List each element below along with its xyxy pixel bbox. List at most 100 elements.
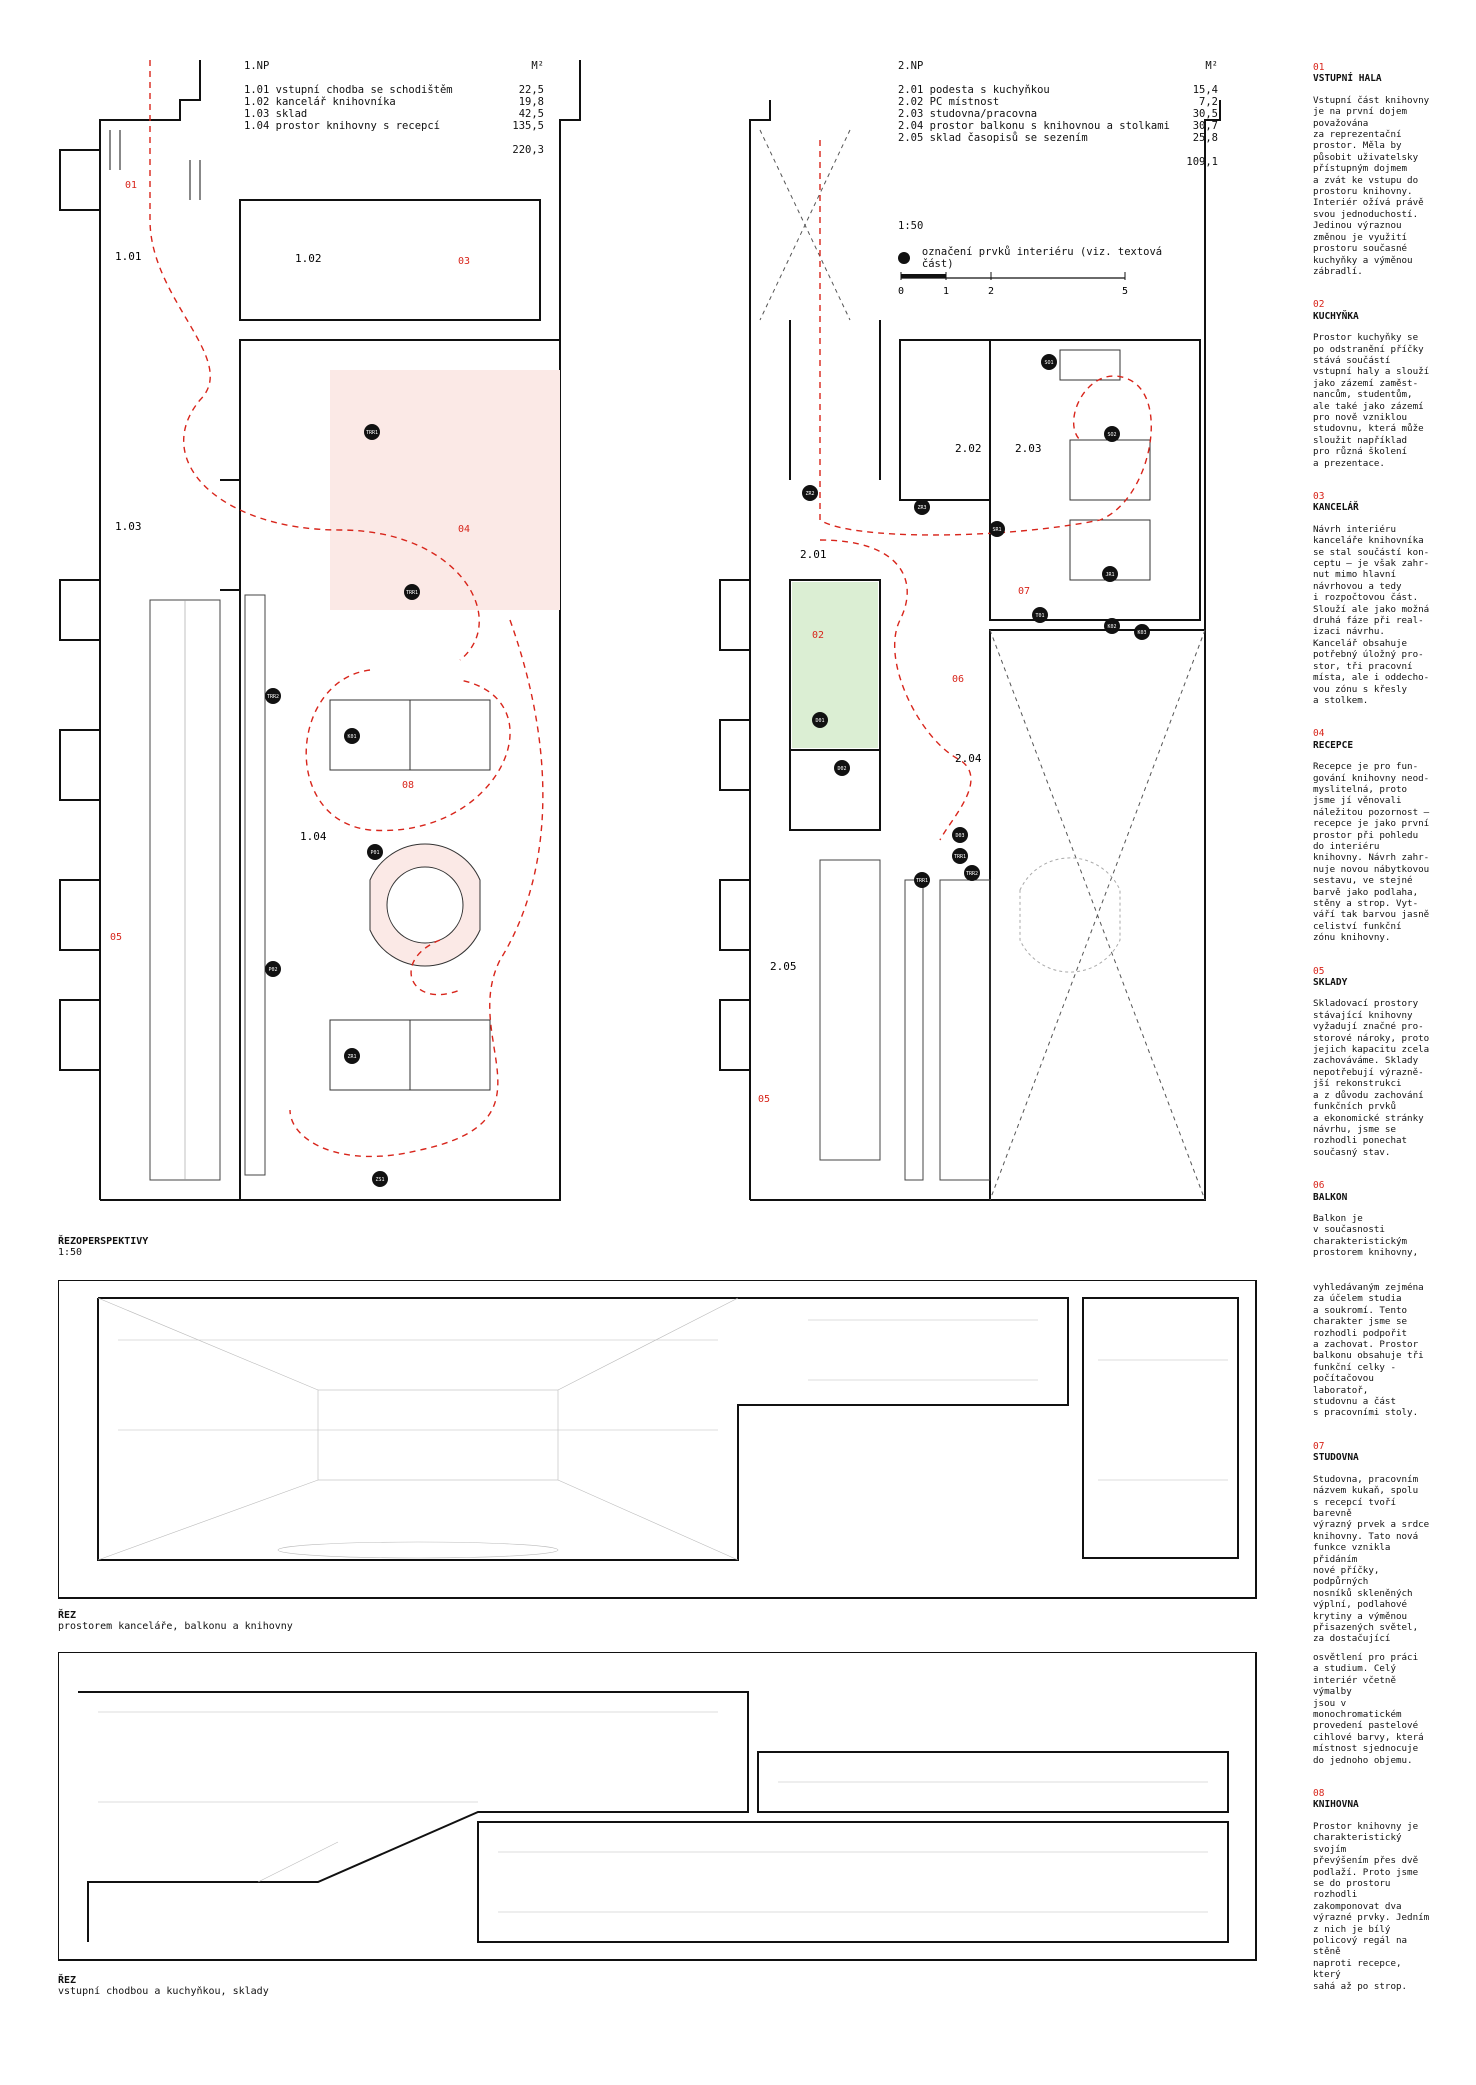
section-title-07: STUDOVNA: [1313, 1452, 1359, 1464]
zone-05: 05: [110, 932, 122, 943]
scalebar-tick-2: 2: [988, 286, 994, 297]
section-num-08: 08: [1313, 1788, 1325, 1800]
section-num: 06: [1313, 1180, 1325, 1192]
marker-label: P01: [370, 850, 379, 856]
marker-label: D03: [955, 833, 964, 839]
room-area: 7,2: [1199, 96, 1218, 108]
marker-label: SR1: [992, 527, 1001, 533]
room-area: 42,5: [518, 108, 544, 120]
section-title-08: KNIHOVNA: [1313, 1799, 1359, 1811]
room-code: 1.02: [244, 96, 270, 108]
floor-plan-1np: 1.01 1.02 1.03 1.04 01 03 04 05 08 TRR1T…: [59, 60, 581, 1201]
label-2-02: 2.02: [955, 442, 982, 455]
label-2-05: 2.05: [770, 960, 797, 973]
floor2-unit: M²: [1205, 60, 1218, 72]
marker-label: JR1: [1105, 572, 1114, 578]
section-title: RECEPCE: [1313, 739, 1354, 751]
sections-heading: ŘEZOPERSPEKTIVY 1:50: [58, 1236, 148, 1258]
legend: 1:50 označení prvků interiéru (viz. text…: [898, 220, 1198, 270]
section-title: SKLADY: [1313, 977, 1348, 989]
marker-label: P02: [268, 967, 277, 973]
legend-marker-text: označení prvků interiéru (viz. textová č…: [921, 246, 1163, 270]
room-area: 22,5: [518, 84, 544, 96]
section-text: Prostor kuchyňky se po odstranění příčky…: [1313, 332, 1430, 469]
section-text: Návrh interiéru kanceláře knihovníka se …: [1313, 523, 1430, 706]
room-name: sklad časopisů se sezením: [929, 132, 1088, 144]
legend-scale: 1:50: [898, 220, 924, 232]
room-code: 1.04: [244, 120, 270, 132]
floor1-heading: 1.NP: [244, 60, 270, 72]
scalebar-tick-1: 1: [943, 286, 949, 297]
zone-07: 07: [1018, 586, 1030, 597]
zone-08: 08: [402, 780, 414, 791]
label-2-01: 2.01: [800, 548, 827, 561]
balkon-text-continued: vyhledávaným zejména za účelem studia a …: [1313, 1282, 1424, 1419]
sections-heading-scale: 1:50: [58, 1247, 83, 1258]
marker-label: TRR1: [954, 854, 966, 860]
zone-06: 06: [952, 674, 964, 685]
sidebar-continued-2: osvětlení pro práci a studium. Celý inte…: [1313, 1652, 1431, 2014]
section-title: KUCHYŇKA: [1313, 310, 1359, 322]
marker-label: TRR1: [366, 430, 378, 436]
marker-label: TRR1: [916, 878, 928, 884]
zone-05b: 05: [758, 1094, 770, 1105]
room-area: 19,8: [518, 96, 544, 108]
section-text-08: Prostor knihovny je charakteristický svo…: [1313, 1820, 1430, 1992]
room-code: 1.03: [244, 108, 270, 120]
room-code: 2.04: [898, 120, 924, 132]
marker-label: TRR1: [406, 590, 418, 596]
section-num: 01: [1313, 62, 1325, 73]
label-2-03: 2.03: [1015, 442, 1042, 455]
label-1-03: 1.03: [115, 520, 142, 533]
section-text: Balkon je v současnosti charakteristický…: [1313, 1212, 1419, 1259]
label-1-04: 1.04: [300, 830, 327, 843]
section-num: 04: [1313, 728, 1325, 740]
room-name: vstupní chodba se schodištěm: [275, 84, 453, 96]
room-name: sklad: [275, 108, 308, 120]
room-code: 2.02: [898, 96, 924, 108]
marker-label: TRR2: [267, 694, 279, 700]
scalebar-tick-0: 0: [898, 286, 904, 297]
room-name: studovna/pracovna: [929, 108, 1038, 120]
section-title: KANCELÁŘ: [1313, 502, 1359, 514]
room-row: 1.01 vstupní chodba se schodištěm 22,5: [244, 84, 544, 96]
zone-03: 03: [458, 256, 470, 267]
section-1-title: ŘEZ: [58, 1610, 77, 1621]
room-code: 1.01: [244, 84, 270, 96]
scalebar: 0 1 2 5: [898, 272, 1128, 297]
section-1-caption: ŘEZ prostorem kanceláře, balkonu a kniho…: [58, 1610, 293, 1632]
label-1-01: 1.01: [115, 250, 142, 263]
room-name: prostor knihovny s recepcí: [275, 120, 440, 132]
section-1: [58, 1280, 1257, 1599]
marker-label: ZR1: [347, 1054, 356, 1060]
section-2-title: ŘEZ: [58, 1975, 77, 1986]
section-num: 03: [1313, 491, 1325, 502]
room-name: PC místnost: [929, 96, 1000, 108]
interior-markers-1np: [265, 424, 420, 1187]
label-1-02: 1.02: [295, 252, 322, 265]
marker-label: ZR2: [805, 491, 814, 497]
section-num-07: 07: [1313, 1440, 1325, 1452]
marker-label: SO2: [1107, 432, 1116, 438]
marker-label: SO1: [1044, 360, 1053, 366]
section-num: 05: [1313, 965, 1325, 977]
room-area: 15,4: [1192, 84, 1218, 96]
marker-label: D02: [837, 766, 846, 772]
room-code: 2.05: [898, 132, 924, 144]
marker-label: K03: [1137, 630, 1146, 636]
floor1-unit: M²: [531, 60, 544, 72]
marker-label: ZR3: [917, 505, 926, 511]
section-2: [58, 1652, 1257, 1961]
room-name: kancelář knihovníka: [275, 96, 396, 108]
zone-04: 04: [458, 524, 470, 535]
room-row: 1.04 prostor knihovny s recepcí 135,5: [244, 120, 544, 132]
section-title: BALKON: [1313, 1191, 1348, 1203]
marker-label: K01: [347, 734, 356, 740]
sidebar-continued-1: vyhledávaným zejména za účelem studia a …: [1313, 1282, 1431, 1667]
room-area: 135,5: [512, 120, 544, 132]
room-row: 1.02 kancelář knihovníka 19,8: [244, 96, 544, 108]
room-code: 2.01: [898, 84, 924, 96]
